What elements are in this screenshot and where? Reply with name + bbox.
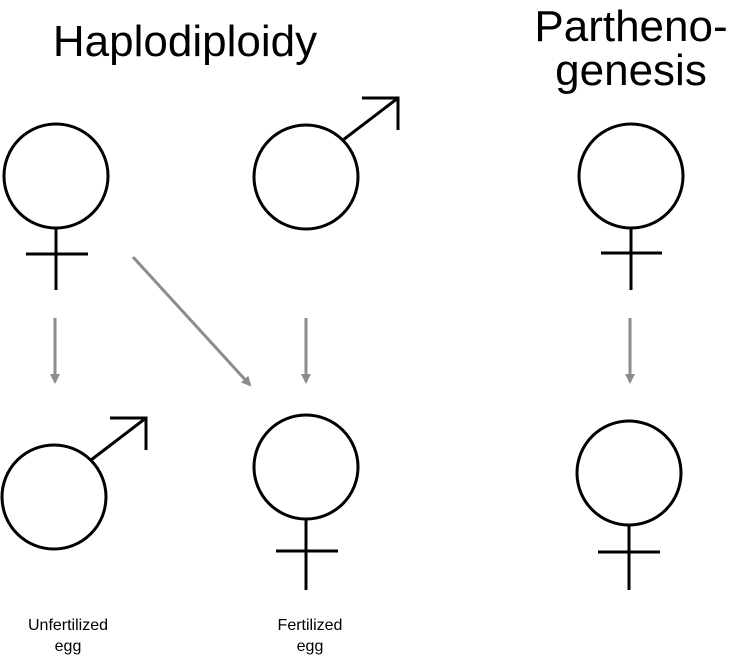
female-icon — [252, 413, 360, 590]
fertilized-egg-caption: Fertilized egg — [277, 617, 343, 655]
female-icon — [577, 122, 685, 290]
male-icon — [0, 416, 148, 551]
parthenogenesis-title: Partheno- genesis — [534, 2, 728, 95]
female-icon — [2, 122, 110, 290]
male-icon — [252, 96, 400, 231]
female-icon — [575, 419, 683, 590]
haplodiploidy-title: Haplodiploidy — [52, 17, 318, 66]
arrow-mother-to-daughter — [131, 255, 252, 387]
unfertilized-egg-caption: Unfertilized egg — [27, 617, 109, 655]
